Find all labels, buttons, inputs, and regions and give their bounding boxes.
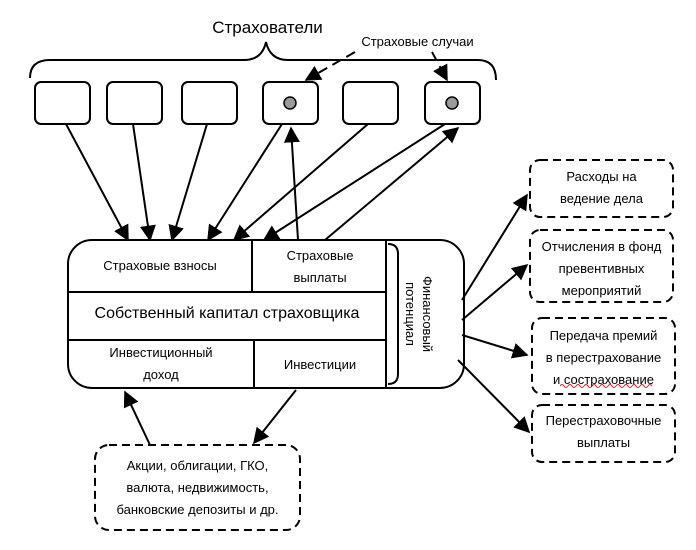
policyholder-box-5 [342, 81, 399, 125]
premium-arrow-2 [132, 123, 156, 242]
outflow-2-line1: Отчисления в фонд [541, 239, 662, 254]
outflow-box-3 [531, 317, 676, 395]
investment-income-arrow [123, 390, 151, 446]
policyholders-title: Страхователи [212, 18, 323, 37]
insured-events-label: Страховые случаи [361, 34, 474, 49]
assets-box [94, 444, 301, 531]
assets-line2: валюта, недвижимость, [126, 480, 269, 495]
outflow-3-line2: в перестрахование [545, 350, 662, 365]
spellcheck-underline [559, 384, 653, 388]
potential-bracket [387, 243, 399, 385]
premiums-label: Страховые взносы [103, 258, 217, 273]
insured-event-pointer-1 [304, 51, 356, 81]
outflow-box-1 [529, 159, 674, 218]
core-block [67, 239, 465, 389]
policyholder-box-1 [34, 81, 91, 125]
outflow-box-4 [531, 404, 676, 463]
premium-arrow-5 [232, 123, 369, 242]
financial-potential-line2: потенциал [403, 282, 418, 346]
premium-arrow-4 [207, 123, 283, 242]
payouts-label-line2: выплаты [293, 270, 347, 285]
insured-event-dot-1 [283, 96, 297, 110]
outflow-arrow-4 [457, 359, 531, 434]
premium-arrow-6 [262, 123, 446, 241]
outflow-arrow-2 [461, 263, 529, 321]
policyholder-box-3 [181, 81, 238, 125]
premium-arrow-1 [65, 123, 129, 242]
outflow-arrow-1 [461, 193, 528, 301]
financial-potential-line1: Финансовый [420, 275, 435, 353]
outflow-1-line1: Расходы на [566, 169, 637, 184]
policyholders-brace [29, 41, 497, 81]
insured-event-dot-2 [445, 96, 459, 110]
investments-label: Инвестиции [283, 357, 357, 372]
outflow-4-line1: Перестраховочные [545, 413, 662, 428]
investment-income-line1: Инвестиционный [109, 345, 213, 360]
assets-line1: Акции, облигации, ГКО, [126, 458, 269, 473]
payouts-label-line1: Страховые [286, 248, 354, 263]
insured-event-pointer-2 [431, 51, 448, 82]
outflow-4-line2: выплаты [576, 435, 631, 450]
outflow-1-line2: ведение дела [559, 191, 643, 206]
outflow-box-2 [529, 229, 674, 303]
policyholder-box-2 [106, 81, 163, 125]
investments-arrow [253, 389, 297, 445]
outflow-2-line2: превентивных [558, 261, 645, 276]
investment-income-line2: доход [143, 367, 179, 382]
outflow-3-line3: и сострахование [553, 372, 654, 387]
payout-arrow-1 [283, 126, 300, 241]
assets-line3: банковские депозиты и др. [116, 502, 279, 517]
payout-arrow-2 [324, 126, 460, 241]
financial-potential-label: Финансовый потенциал [402, 259, 436, 369]
premium-arrow-3 [168, 123, 208, 242]
outflow-3-line1: Передача премий [549, 328, 658, 343]
equity-label: Собственный капитал страховщика [94, 305, 360, 322]
outflow-2-line3: мероприятий [561, 283, 642, 298]
outflow-arrow-3 [461, 334, 529, 359]
